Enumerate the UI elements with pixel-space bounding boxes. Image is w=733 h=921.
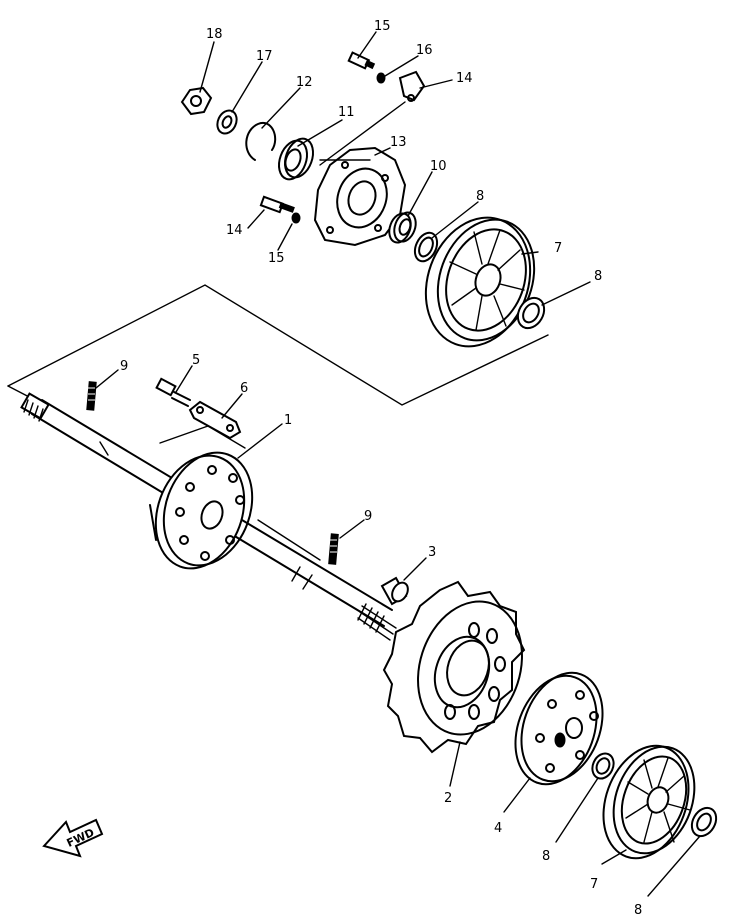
lock-washer-part-15-lower (291, 212, 301, 224)
hub-plate-part-4 (514, 671, 604, 786)
spacer-ring-part-8-d (690, 806, 718, 838)
spacer-collar-part-3 (380, 576, 409, 606)
label-16: 16 (416, 43, 433, 58)
label-8-b: 8 (594, 269, 602, 284)
label-5: 5 (192, 353, 200, 368)
label-17: 17 (256, 49, 273, 64)
spacer-ring-part-8-a (413, 231, 439, 263)
bolt-part-5 (155, 377, 191, 407)
label-3: 3 (428, 545, 436, 560)
forward-direction-arrow: FWD (42, 818, 104, 858)
bolt-part-15-upper (347, 51, 376, 70)
label-14-lower: 14 (226, 223, 243, 238)
label-1: 1 (284, 413, 292, 428)
label-7-upper: 7 (554, 241, 562, 256)
part-number-labels: 18 17 12 11 15 16 14 13 10 8 7 8 14 15 9… (120, 19, 642, 918)
label-9-lower: 9 (364, 509, 372, 524)
bearing-housing-part-13 (313, 146, 407, 247)
label-4: 4 (494, 821, 502, 836)
label-13: 13 (390, 135, 407, 150)
label-15-lower: 15 (268, 251, 285, 266)
assembly-bracket-line (7, 284, 549, 406)
label-14-upper: 14 (456, 71, 473, 86)
lock-washer-part-16 (376, 72, 386, 84)
label-18: 18 (206, 27, 223, 42)
roll-pin-part-9-lower (328, 533, 339, 565)
plate-part-6 (188, 400, 242, 440)
spacer-ring-part-8-b (516, 296, 546, 330)
circlip-part-12 (245, 121, 277, 161)
label-2: 2 (444, 791, 452, 806)
label-12: 12 (296, 75, 313, 90)
roll-pin-part-9-upper (86, 381, 97, 411)
label-8-c: 8 (542, 849, 550, 864)
bearing-part-11 (277, 137, 315, 181)
label-6: 6 (240, 381, 248, 396)
idler-wheel-part-7-upper (424, 216, 536, 348)
drive-sprocket-part-2 (382, 580, 526, 754)
label-7-lower: 7 (590, 877, 598, 892)
nut-part-18 (180, 86, 213, 116)
label-11: 11 (338, 105, 355, 120)
label-9-upper: 9 (120, 359, 128, 374)
label-8-a: 8 (476, 189, 484, 204)
leader-lines-upper (199, 31, 591, 306)
bolt-part-14-lower (259, 195, 295, 214)
label-8-d: 8 (634, 903, 642, 918)
bracket-part-14-upper (398, 70, 426, 102)
idler-wheel-part-7-lower (602, 744, 696, 860)
label-15-upper: 15 (374, 19, 391, 34)
washer-part-17 (216, 109, 238, 135)
shaft-flange (149, 451, 254, 570)
leader-lines-lower (95, 365, 701, 897)
label-10: 10 (430, 159, 447, 174)
